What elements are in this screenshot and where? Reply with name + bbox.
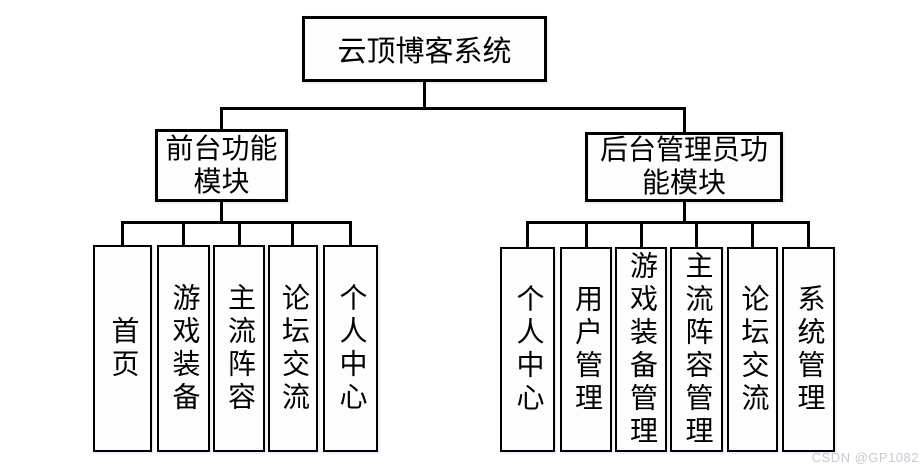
connector-line: [683, 202, 686, 222]
connector-line: [121, 221, 352, 224]
node-front-home: 首页: [93, 245, 152, 452]
node-frontend-module: 前台功能 模块: [155, 129, 288, 202]
node-front-main-lineup-label: 主流阵容: [224, 282, 255, 415]
connector-line: [807, 221, 810, 248]
connector-line: [349, 221, 352, 246]
node-front-home-label: 首页: [107, 315, 139, 382]
node-front-game-equipment-label: 游戏装备: [168, 282, 200, 415]
node-root-label: 云顶博客系统: [337, 36, 512, 68]
node-admin-module: 后台管理员功 能模块: [585, 132, 783, 202]
node-admin-personal-center: 个人中心: [500, 247, 555, 452]
connector-line: [220, 107, 223, 130]
connector-line: [585, 221, 588, 248]
node-admin-forum: 论坛交流: [727, 247, 778, 452]
connector-line: [182, 221, 185, 246]
connector-line: [640, 221, 643, 248]
node-admin-user-mgmt-label: 用户管理: [571, 283, 602, 416]
connector-line: [238, 221, 241, 246]
connector-line: [291, 221, 294, 246]
connector-line: [121, 221, 124, 246]
connector-line: [423, 82, 426, 108]
node-admin-system-mgmt: 系统管理: [782, 247, 835, 452]
node-front-personal-center-label: 个人中心: [335, 282, 367, 415]
node-admin-lineup-mgmt: 主流阵容管理: [670, 247, 723, 452]
connector-line: [220, 107, 686, 110]
node-frontend-module-label: 前台功能 模块: [165, 133, 278, 198]
node-admin-forum-label: 论坛交流: [737, 283, 769, 416]
connector-line: [526, 221, 810, 224]
node-front-forum-label: 论坛交流: [278, 282, 309, 415]
connector-line: [220, 202, 223, 222]
node-admin-game-equipment-mgmt-label: 游戏装备管理: [626, 250, 657, 449]
node-admin-lineup-mgmt-label: 主流阵容管理: [681, 250, 713, 449]
node-admin-personal-center-label: 个人中心: [512, 283, 544, 416]
node-admin-system-mgmt-label: 系统管理: [793, 283, 825, 416]
node-admin-game-equipment-mgmt: 游戏装备管理: [615, 247, 667, 452]
node-admin-module-label: 后台管理员功 能模块: [599, 135, 768, 199]
node-root: 云顶博客系统: [302, 16, 547, 82]
connector-line: [695, 221, 698, 248]
connector-line: [683, 107, 686, 133]
connector-line: [526, 221, 529, 248]
node-front-personal-center: 个人中心: [323, 245, 378, 452]
node-front-game-equipment: 游戏装备: [157, 245, 210, 452]
node-admin-user-mgmt: 用户管理: [560, 247, 612, 452]
connector-line: [751, 221, 754, 248]
node-front-main-lineup: 主流阵容: [213, 245, 265, 452]
node-front-forum: 论坛交流: [268, 245, 318, 452]
csdn-watermark: CSDN @GP1082: [811, 450, 919, 465]
